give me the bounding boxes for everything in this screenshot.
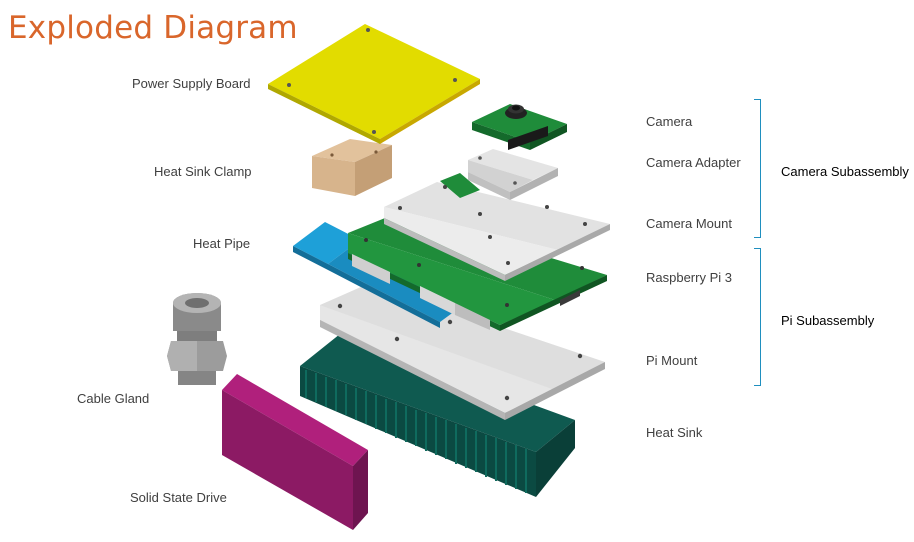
camera-part: [472, 104, 567, 150]
label-camera-mount: Camera Mount: [646, 216, 732, 231]
label-heat-sink: Heat Sink: [646, 425, 703, 440]
pi-subassembly-bracket: [754, 248, 761, 386]
label-heat-sink-clamp: Heat Sink Clamp: [154, 164, 252, 179]
label-camera: Camera: [646, 114, 693, 129]
camera-adapter-part: [468, 149, 558, 200]
solid-state-drive-part: [222, 374, 368, 530]
pi-mount-part: [320, 283, 605, 420]
label-power-supply-board: Power Supply Board: [132, 76, 251, 91]
label-raspberry-pi-3: Raspberry Pi 3: [646, 270, 732, 285]
group-camera-subassembly: Camera Subassembly: [781, 164, 909, 179]
label-solid-state-drive: Solid State Drive: [130, 490, 227, 505]
label-camera-adapter: Camera Adapter: [646, 155, 741, 170]
heat-sink-clamp-part: [312, 139, 392, 196]
page-title: Exploded Diagram: [8, 10, 298, 46]
label-cable-gland: Cable Gland: [77, 391, 150, 406]
heat-sink-part: [300, 334, 575, 497]
group-pi-subassembly: Pi Subassembly: [781, 313, 875, 328]
camera-mount-part: [384, 173, 610, 281]
label-heat-pipe: Heat Pipe: [193, 236, 251, 251]
label-pi-mount: Pi Mount: [646, 353, 698, 368]
camera-subassembly-bracket: [754, 99, 761, 238]
power-supply-board-part: [268, 24, 480, 144]
cable-gland-part: [167, 293, 227, 385]
